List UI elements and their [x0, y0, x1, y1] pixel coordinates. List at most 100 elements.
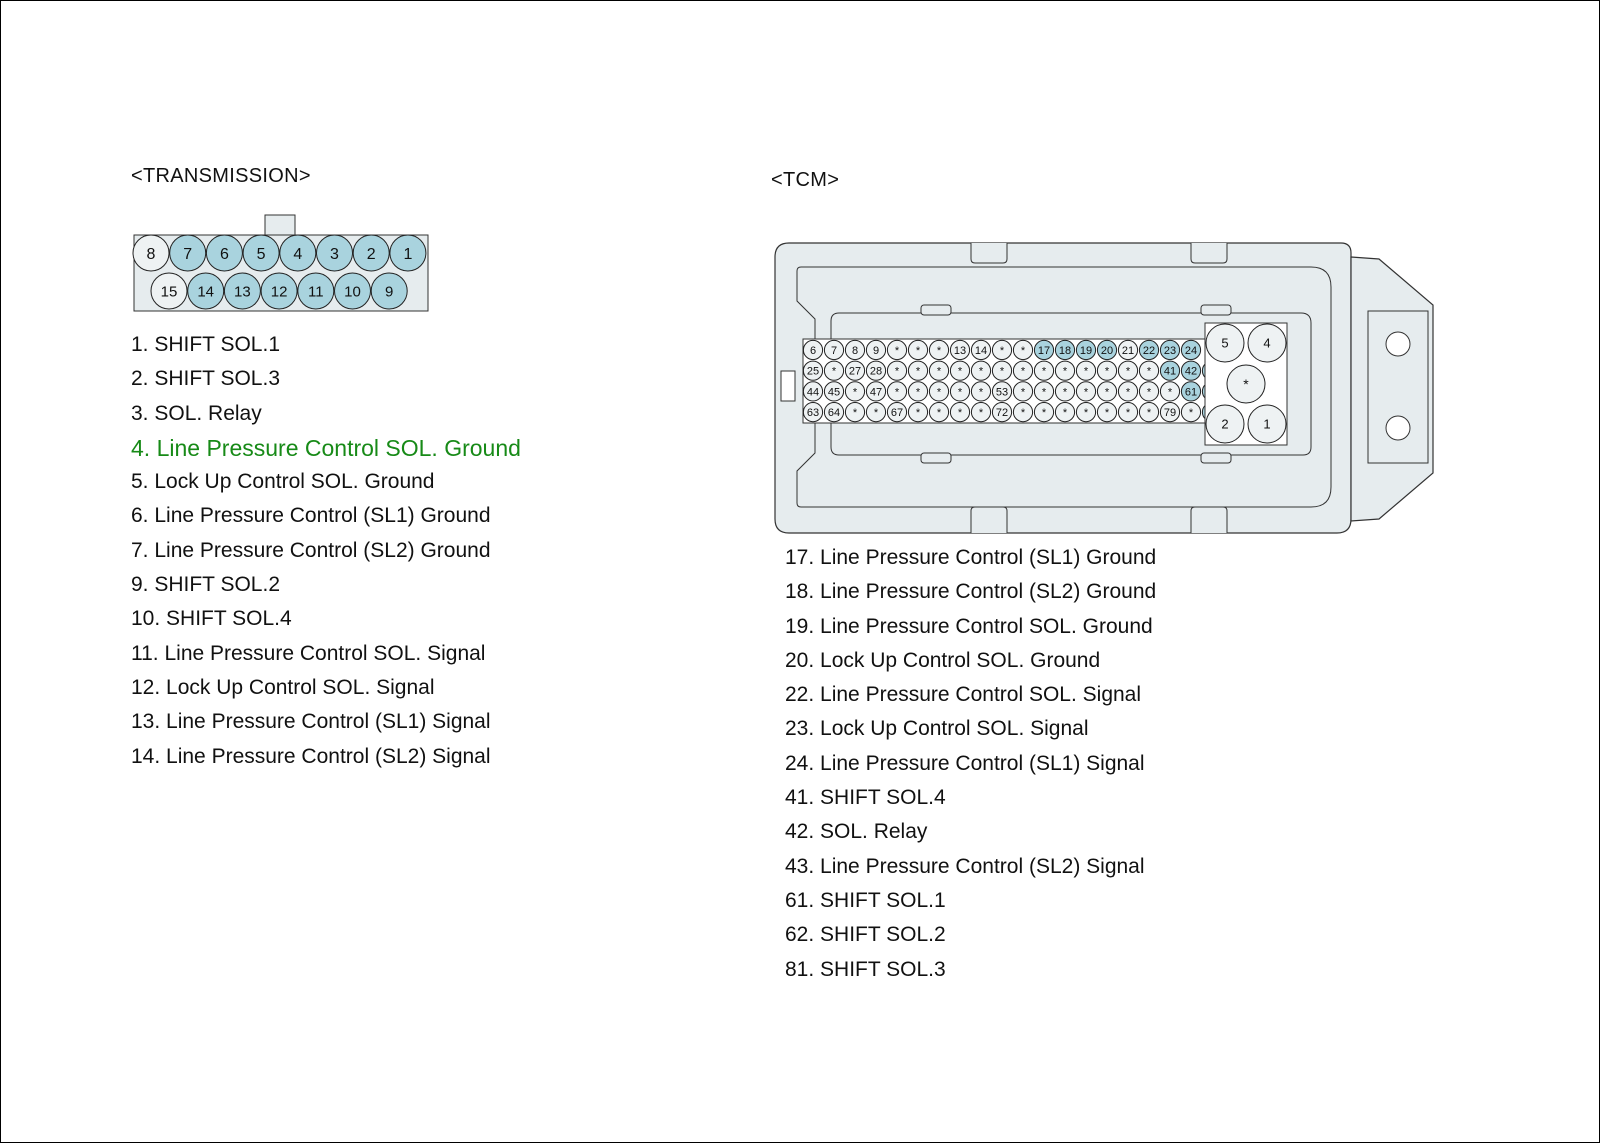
- pin-label: 6: [220, 246, 229, 263]
- pin-label: 5: [257, 246, 266, 263]
- pin-label: 1: [403, 246, 412, 263]
- tcm-pin-unused: *: [1054, 381, 1076, 402]
- transmission-pin-4: 4: [279, 234, 317, 272]
- tcm-pin-unused: *: [991, 360, 1013, 381]
- pin-label: *: [1147, 386, 1152, 398]
- pin-label: *: [1168, 386, 1173, 398]
- tcm-pin-unused: *: [928, 381, 950, 402]
- pin-label: *: [1021, 386, 1026, 398]
- pin-label: 10: [344, 283, 361, 300]
- pin-label: *: [853, 407, 858, 419]
- tcm-pin-63: 63: [802, 402, 824, 423]
- tcm-pin-unused: *: [1075, 402, 1097, 423]
- tcm-pin-79: 79: [1159, 402, 1181, 423]
- pin-label: *: [1147, 366, 1152, 378]
- tcm-pin-unused: *: [907, 402, 929, 423]
- transmission-pin-14: 14: [187, 272, 225, 310]
- pin-label: *: [1105, 386, 1110, 398]
- transmission-pin-1: 1: [389, 234, 427, 272]
- tcm-pin-24: 24: [1180, 339, 1202, 361]
- tcm-pin-unused: *: [907, 381, 929, 402]
- transmission-legend-item: 1. SHIFT SOL.1: [131, 333, 280, 356]
- tcm-pin-unused: *: [928, 402, 950, 423]
- tcm-pin-unused: *: [907, 339, 929, 361]
- pin-label: *: [958, 407, 963, 419]
- tcm-pin-67: 67: [886, 402, 908, 423]
- tcm-power-pin-2: 2: [1205, 404, 1245, 444]
- pin-label: *: [895, 345, 900, 357]
- transmission-pin-8: 8: [132, 234, 170, 272]
- transmission-legend-item: 11. Line Pressure Control SOL. Signal: [131, 641, 486, 665]
- transmission-legend-item: 5. Lock Up Control SOL. Ground: [131, 470, 435, 494]
- pin-label: *: [1042, 366, 1047, 378]
- pin-label: *: [937, 407, 942, 419]
- tcm-pin-unused: *: [1033, 381, 1055, 402]
- pin-label: 27: [849, 366, 861, 378]
- pin-label: *: [1021, 407, 1026, 419]
- pin-label: *: [1084, 366, 1089, 378]
- tcm-legend-item: 61. SHIFT SOL.1: [785, 888, 946, 912]
- tcm-pin-unused: *: [1096, 360, 1118, 381]
- pin-label: 13: [954, 345, 966, 357]
- pin-label: 53: [996, 386, 1008, 398]
- tcm-pin-7: 7: [823, 339, 845, 361]
- tcm-pin-unused: *: [1075, 381, 1097, 402]
- tcm-legend-item: 62. SHIFT SOL.2: [785, 923, 946, 947]
- transmission-pin-12: 12: [260, 272, 298, 310]
- tcm-pin-unused: *: [1096, 381, 1118, 402]
- transmission-pin-7: 7: [169, 234, 207, 272]
- tcm-legend-item: 42. SOL. Relay: [785, 820, 928, 844]
- tcm-pin-61: 61: [1180, 381, 1202, 402]
- tcm-pin-42: 42: [1180, 360, 1202, 381]
- pin-label: *: [1042, 386, 1047, 398]
- transmission-legend-item: 4. Line Pressure Control SOL. Ground: [131, 434, 521, 461]
- pin-label: 8: [147, 246, 156, 263]
- transmission-title: <TRANSMISSION>: [131, 165, 311, 187]
- pin-label: 14: [197, 283, 214, 300]
- transmission-pin-2: 2: [352, 234, 390, 272]
- pin-label: 9: [385, 283, 393, 300]
- tcm-pin-45: 45: [823, 381, 845, 402]
- tcm-pin-unused: *: [1012, 402, 1034, 423]
- tcm-pin-unused: *: [928, 339, 950, 361]
- tcm-pin-41: 41: [1159, 360, 1181, 381]
- pin-label: *: [895, 366, 900, 378]
- pin-label: 13: [234, 283, 251, 300]
- pin-label: 19: [1080, 345, 1092, 357]
- pin-label: 15: [161, 283, 178, 300]
- transmission-legend-item: 6. Line Pressure Control (SL1) Ground: [131, 504, 491, 528]
- tcm-legend-item: 20. Lock Up Control SOL. Ground: [785, 648, 1101, 672]
- tcm-pin-unused: *: [1033, 402, 1055, 423]
- tcm-title: <TCM>: [771, 169, 840, 191]
- pin-label: 17: [1038, 345, 1050, 357]
- tcm-pin-unused: *: [928, 360, 950, 381]
- transmission-legend-item: 7. Line Pressure Control (SL2) Ground: [131, 538, 491, 562]
- tcm-pin-8: 8: [844, 339, 866, 361]
- pin-label: 28: [870, 366, 882, 378]
- pin-label: *: [916, 366, 921, 378]
- transmission-pin-11: 11: [297, 272, 335, 310]
- pin-label: *: [1021, 345, 1026, 357]
- tcm-pin-unused: *: [1033, 360, 1055, 381]
- tcm-pin-unused: *: [907, 360, 929, 381]
- tcm-pin-72: 72: [991, 402, 1013, 423]
- tcm-pin-unused: *: [1075, 360, 1097, 381]
- tcm-pin-14: 14: [970, 339, 992, 361]
- tcm-pin-47: 47: [865, 381, 887, 402]
- transmission-legend-item: 10. SHIFT SOL.4: [131, 607, 292, 631]
- tcm-legend-item: 24. Line Pressure Control (SL1) Signal: [785, 751, 1145, 775]
- transmission-legend-item: 3. SOL. Relay: [131, 401, 262, 425]
- tcm-pin-unused: *: [844, 402, 866, 423]
- pin-label: 25: [807, 366, 819, 378]
- tcm-pin-unused: *: [1096, 402, 1118, 423]
- tcm-pin-53: 53: [991, 381, 1013, 402]
- tcm-pin-unused: *: [886, 381, 908, 402]
- transmission-pin-9: 9: [370, 272, 408, 310]
- pin-label: *: [874, 407, 879, 419]
- tcm-pin-unused: *: [970, 381, 992, 402]
- tcm-pin-19: 19: [1075, 339, 1097, 361]
- tcm-power-pin-unused: *: [1226, 364, 1266, 404]
